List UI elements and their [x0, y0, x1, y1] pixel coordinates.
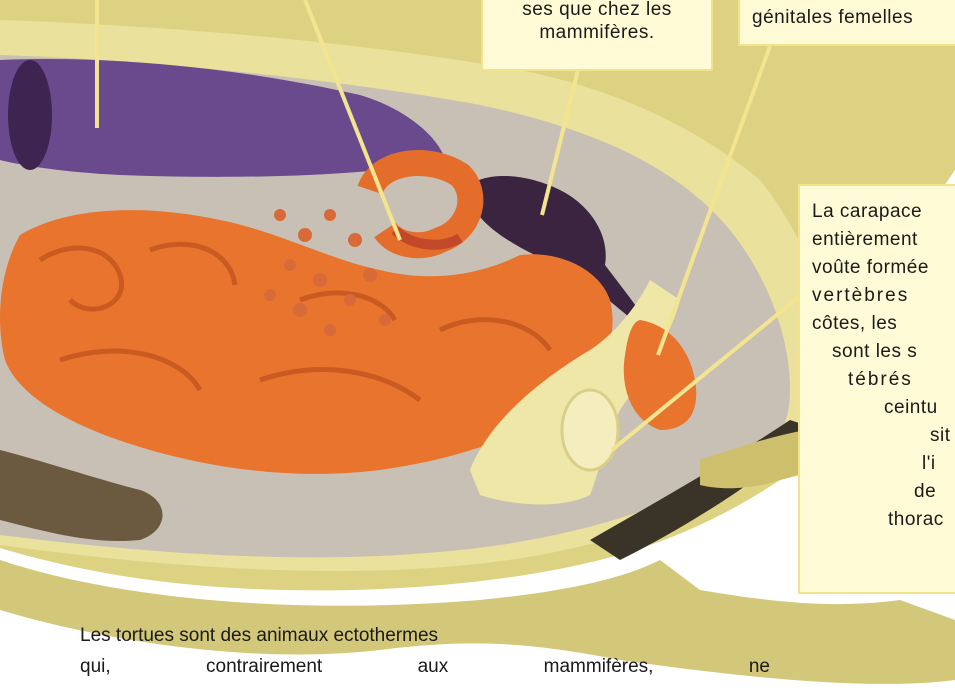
- callout-carapace-line-2: entièrement: [812, 226, 955, 254]
- callout-genital: génitales femelles: [738, 0, 955, 46]
- callout-mammals: ses que chez les mammifères.: [481, 0, 713, 71]
- callout-carapace-line-1: La carapace: [812, 198, 955, 226]
- callout-carapace-line-12: thorac: [812, 506, 955, 534]
- purple-organ-dark-end: [8, 60, 52, 170]
- intro-line-2: qui, contrairement aux mammifères, ne: [80, 651, 770, 682]
- callout-carapace-line-3: voûte formée: [812, 254, 955, 282]
- callout-mammals-line-1: ses que chez les: [493, 0, 701, 21]
- callout-carapace-line-4: vertèbres: [812, 282, 955, 310]
- callout-carapace-line-11: de: [812, 478, 955, 506]
- intro-paragraph: Les tortues sont des animaux ectothermes…: [80, 620, 770, 682]
- callout-carapace-line-6: sont les s: [812, 338, 955, 366]
- intro-line-1: Les tortues sont des animaux ectothermes: [80, 620, 770, 651]
- callout-carapace-line-8: ceintu: [812, 394, 955, 422]
- callout-carapace-line-9: sit: [812, 422, 955, 450]
- callout-carapace: La carapace entièrement voûte formée ver…: [798, 184, 955, 594]
- callout-mammals-line-2: mammifères.: [493, 21, 701, 44]
- callout-genital-line-1: génitales femelles: [752, 6, 954, 29]
- callout-carapace-line-10: l'i: [812, 450, 955, 478]
- callout-carapace-line-7: tébrés: [812, 366, 955, 394]
- callout-carapace-line-5: côtes, les: [812, 310, 955, 338]
- pelvis-socket: [562, 390, 618, 470]
